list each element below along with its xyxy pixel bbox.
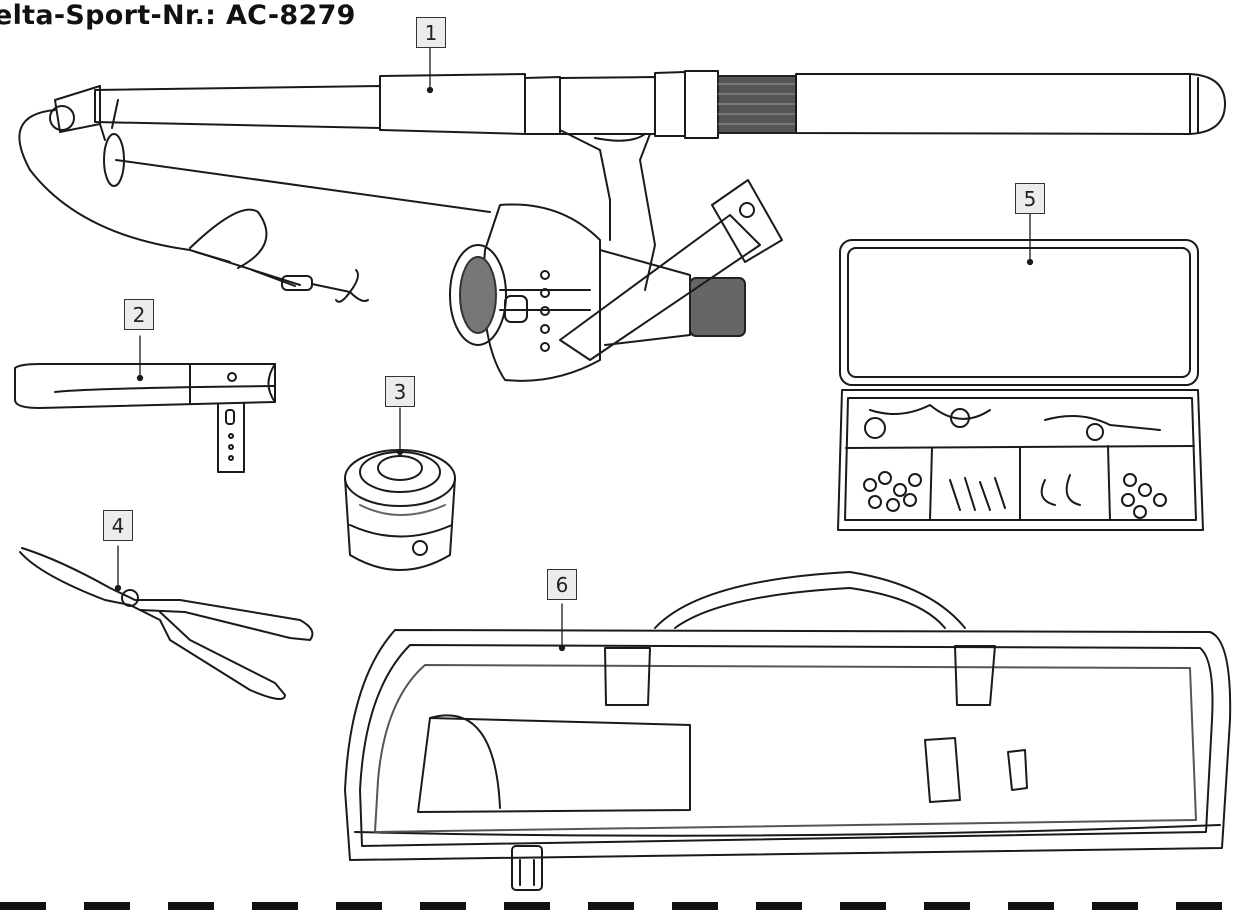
callout-3: 3	[385, 376, 415, 407]
article-number-title: elta-Sport-Nr.: AC-8279	[0, 0, 356, 31]
spare-spool-icon	[344, 449, 456, 571]
callout-5: 5	[1015, 183, 1045, 214]
callout-1: 1	[416, 17, 446, 48]
rod-holder-icon	[14, 363, 276, 473]
callout-2: 2	[124, 299, 154, 330]
tackle-box-icon	[837, 239, 1204, 531]
callout-6: 6	[547, 569, 577, 600]
carry-bag-icon	[344, 571, 1232, 891]
callout-4: 4	[103, 510, 133, 541]
fishing-rod-icon	[18, 70, 1226, 382]
callout-leaders	[114, 47, 1034, 652]
pliers-icon	[19, 547, 314, 700]
